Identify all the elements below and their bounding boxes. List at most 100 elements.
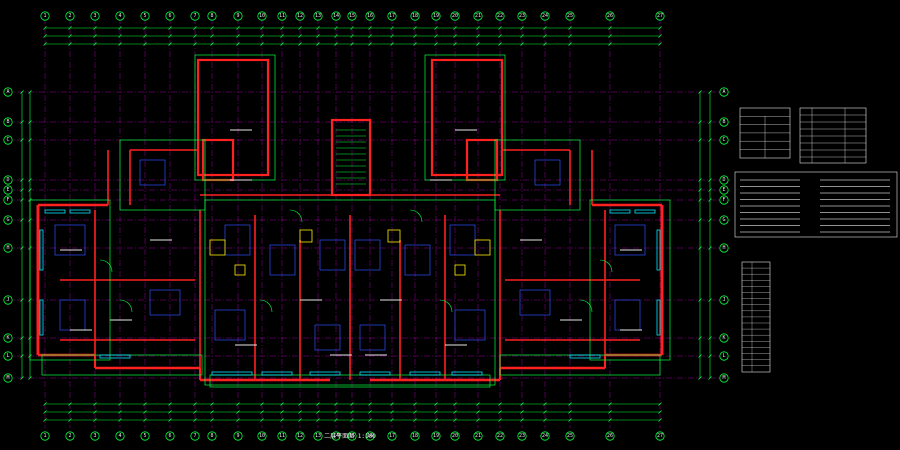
dimension-tick xyxy=(334,410,338,414)
dimension-tick xyxy=(476,410,480,414)
dimension-tick xyxy=(43,42,47,46)
axis-bubble-letter xyxy=(719,87,729,97)
window-element xyxy=(634,209,656,214)
dimension-tick xyxy=(708,246,712,250)
axis-bubble-letter xyxy=(3,215,13,225)
dimension-tick xyxy=(168,42,172,46)
dimension-tick xyxy=(413,34,417,38)
axis-bubble-number xyxy=(540,431,550,441)
dimension-tick xyxy=(608,418,612,422)
door-swing xyxy=(259,299,273,313)
dimension-tick xyxy=(118,402,122,406)
dimension-tick xyxy=(350,42,354,46)
fixture-element xyxy=(314,324,341,351)
dimension-tick xyxy=(280,418,284,422)
axis-bubble-number-label: 13 xyxy=(315,13,321,19)
axis-bubble-letter xyxy=(3,373,13,383)
dimension-tick xyxy=(20,198,24,202)
dimension-tick xyxy=(658,402,662,406)
axis-bubble-number-label: 17 xyxy=(389,433,395,439)
dimension-tick xyxy=(193,26,197,30)
axis-bubble-letter xyxy=(719,185,729,195)
axis-bubble-number-label: 20 xyxy=(452,433,458,439)
dimension-tick xyxy=(20,90,24,94)
dimension-tick xyxy=(434,410,438,414)
axis-bubble-number xyxy=(90,11,100,21)
dimension-tick xyxy=(698,138,702,142)
axis-bubble-number-label: 12 xyxy=(297,13,303,19)
axis-bubble-number xyxy=(655,431,665,441)
dimension-tick xyxy=(708,90,712,94)
dimension-tick xyxy=(708,178,712,182)
fixture-element xyxy=(354,239,381,271)
accent-element xyxy=(209,239,226,256)
dimension-tick xyxy=(568,402,572,406)
dimension-tick xyxy=(210,402,214,406)
axis-bubble-number-label: 23 xyxy=(519,433,525,439)
axis-bubble-number xyxy=(347,431,357,441)
axis-bubble-letter xyxy=(3,135,13,145)
dimension-tick xyxy=(453,410,457,414)
dimension-tick xyxy=(334,42,338,46)
fixture-element xyxy=(404,244,431,276)
dimension-tick xyxy=(236,418,240,422)
axis-bubble-number-label: 5 xyxy=(143,13,146,19)
axis-bubble-number-label: 1 xyxy=(43,13,46,19)
dimension-tick xyxy=(698,198,702,202)
dimension-tick xyxy=(20,178,24,182)
axis-bubble-letter xyxy=(719,351,729,361)
axis-bubble-number-label: 24 xyxy=(542,13,548,19)
dimension-tick xyxy=(368,42,372,46)
dimension-tick xyxy=(520,42,524,46)
axis-bubble-number-label: 3 xyxy=(93,433,96,439)
dimension-tick xyxy=(658,418,662,422)
axis-bubble-letter xyxy=(3,351,13,361)
axis-bubble-number-label: 9 xyxy=(236,13,239,19)
dimension-tick xyxy=(118,410,122,414)
dimension-tick xyxy=(260,26,264,30)
dimension-tick xyxy=(608,402,612,406)
dimension-tick xyxy=(568,34,572,38)
dimension-tick xyxy=(118,42,122,46)
dimension-tick xyxy=(390,418,394,422)
door-swing xyxy=(579,299,593,313)
dimension-tick xyxy=(453,402,457,406)
dimension-tick xyxy=(298,418,302,422)
axis-bubble-number xyxy=(387,431,397,441)
axis-bubble-number-label: 10 xyxy=(259,433,265,439)
dimension-tick xyxy=(413,418,417,422)
axis-bubble-letter-label: A xyxy=(722,89,725,95)
axis-bubble-number xyxy=(313,431,323,441)
door-swing xyxy=(99,259,113,273)
axis-bubble-number-label: 22 xyxy=(497,13,503,19)
dimension-tick xyxy=(193,402,197,406)
dimension-tick xyxy=(520,418,524,422)
axis-bubble-number xyxy=(295,431,305,441)
dimension-tick xyxy=(236,34,240,38)
axis-bubble-letter-label: E xyxy=(722,187,725,193)
axis-bubble-number xyxy=(517,11,527,21)
dimension-tick xyxy=(210,34,214,38)
axis-bubble-number-label: 8 xyxy=(210,433,213,439)
axis-bubble-number xyxy=(165,431,175,441)
dimension-tick xyxy=(698,246,702,250)
dimension-tick xyxy=(316,418,320,422)
axis-bubble-number-label: 21 xyxy=(475,13,481,19)
axis-bubble-number-label: 6 xyxy=(168,13,171,19)
dimension-tick xyxy=(236,26,240,30)
dimension-tick xyxy=(143,418,147,422)
dimension-tick xyxy=(498,418,502,422)
dimension-tick xyxy=(453,42,457,46)
axis-bubble-letter xyxy=(3,333,13,343)
dimension-tick xyxy=(43,402,47,406)
axis-bubble-letter-label: C xyxy=(722,137,725,143)
axis-bubble-number-label: 18 xyxy=(412,13,418,19)
door-swing xyxy=(289,209,303,223)
axis-bubble-number xyxy=(495,431,505,441)
dimension-tick xyxy=(193,34,197,38)
dimension-tick xyxy=(93,34,97,38)
axis-bubble-number-label: 4 xyxy=(118,433,121,439)
axis-bubble-number-label: 2 xyxy=(68,433,71,439)
room-outline xyxy=(29,199,111,361)
